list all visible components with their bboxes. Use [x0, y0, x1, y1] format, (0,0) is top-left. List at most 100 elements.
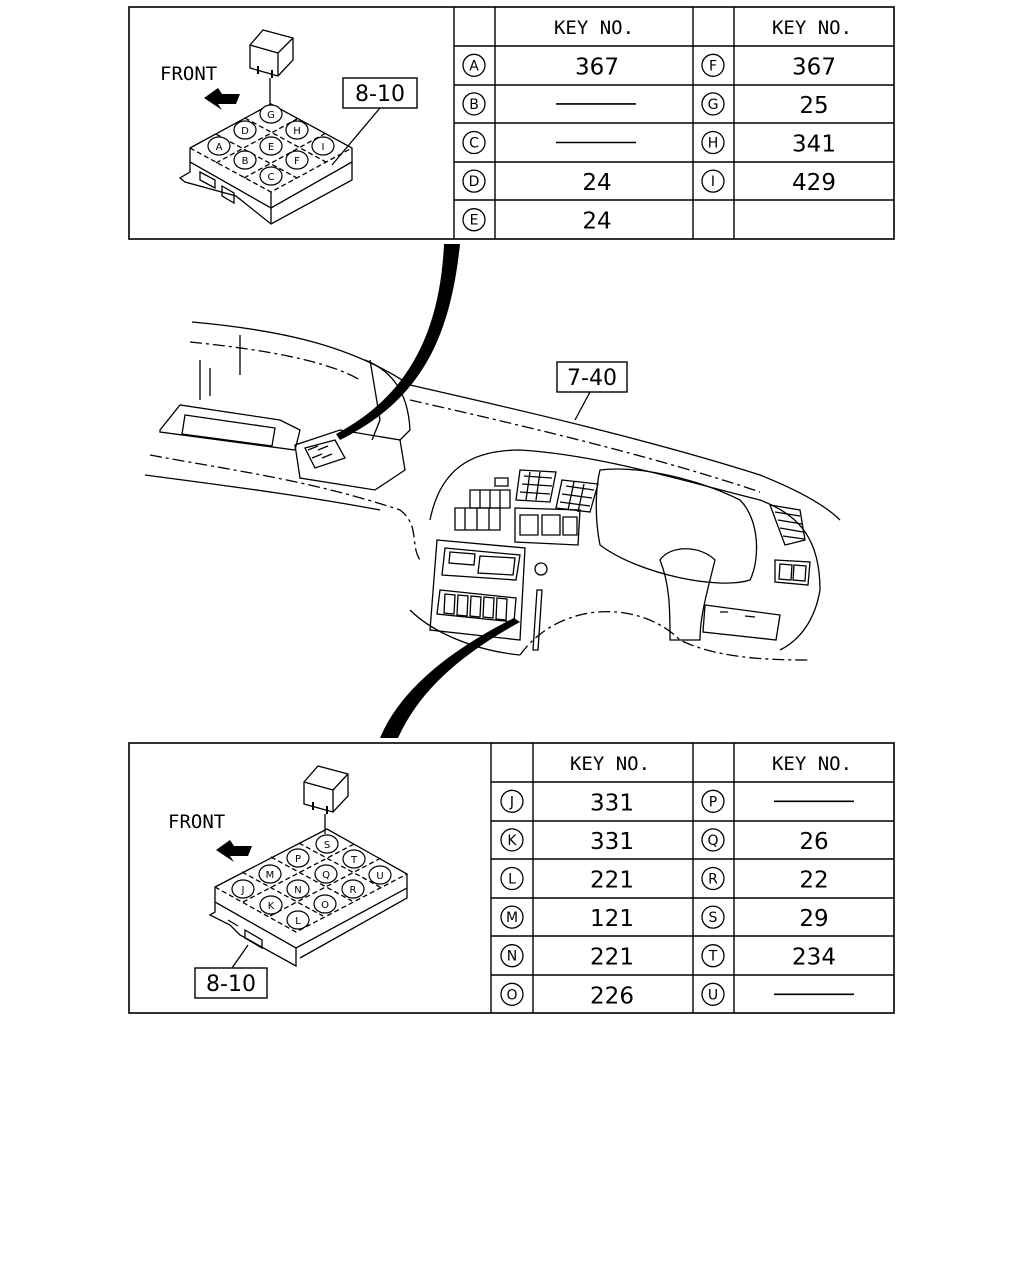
key-number: 331 — [590, 790, 634, 816]
terminal-marker-circle — [500, 789, 524, 813]
key-number: 331 — [590, 829, 634, 855]
terminal-letter: P — [709, 794, 717, 810]
terminal-letter: E — [470, 213, 479, 229]
terminal-letter: T — [708, 949, 718, 965]
bottom-front-arrow-icon — [216, 840, 252, 862]
bottom-relay-cube — [303, 765, 349, 834]
relay-slot-circle — [231, 879, 255, 899]
key-number: 29 — [799, 906, 828, 932]
relay-slot-letter: C — [268, 172, 275, 183]
dashboard-illustration — [144, 321, 841, 661]
relay-slot-letter: S — [324, 840, 330, 851]
key-number: 121 — [590, 906, 634, 932]
terminal-letter: A — [469, 58, 479, 74]
relay-slot-circle — [259, 104, 283, 124]
relay-slot-letter: U — [376, 871, 383, 882]
relay-slot-circle — [368, 865, 392, 885]
relay-slot-letter: D — [241, 126, 249, 137]
terminal-marker-circle — [701, 828, 725, 852]
relay-slot-letter: N — [294, 885, 301, 896]
relay-slot-letter: B — [242, 156, 249, 167]
terminal-marker-circle — [462, 208, 486, 232]
relay-slot-letter: T — [350, 855, 358, 866]
relay-slot-circle — [286, 848, 310, 868]
relay-slot-circle — [285, 150, 309, 170]
relay-slot-circle — [313, 894, 337, 914]
middle-ref-label: 7-40 — [567, 366, 617, 391]
relay-slot-letter: O — [321, 900, 329, 911]
relay-slot-circle — [315, 834, 339, 854]
relay-slot-circle — [259, 136, 283, 156]
relay-slot-circle — [233, 150, 257, 170]
relay-slot-circle — [314, 864, 338, 884]
top-relay-cube — [249, 29, 294, 105]
key-number: 234 — [792, 945, 836, 971]
relay-slot-letter: Q — [322, 870, 330, 881]
relay-slot-letter: F — [294, 156, 300, 167]
top-front-label: FRONT — [160, 63, 217, 85]
terminal-marker-circle — [701, 982, 725, 1006]
relay-slot-circle — [259, 166, 283, 186]
terminal-marker-circle — [462, 92, 486, 116]
terminal-marker-circle — [701, 130, 725, 155]
terminal-marker-circle — [701, 905, 725, 929]
top-pointer-swoosh — [336, 244, 460, 440]
relay-slot-letter: J — [241, 885, 245, 896]
relay-slot-letter: L — [295, 916, 301, 927]
bottom-ref-box — [194, 967, 268, 999]
bottom-pointer-swoosh — [380, 618, 520, 738]
bottom-key-header-left: KEY NO. — [570, 753, 650, 775]
key-number: 367 — [792, 54, 836, 80]
terminal-marker-circle — [701, 92, 725, 116]
terminal-marker-circle — [500, 905, 524, 929]
terminal-letter: K — [507, 833, 517, 849]
terminal-marker-circle — [462, 169, 486, 193]
relay-slot-circle — [259, 895, 283, 915]
terminal-marker-circle — [500, 982, 524, 1006]
terminal-letter: G — [708, 97, 719, 113]
relay-slot-letter: P — [295, 854, 301, 865]
relay-slot-circle — [285, 120, 309, 140]
terminal-letter: F — [709, 58, 717, 74]
relay-slot-circle — [258, 864, 282, 884]
relay-slot-circle — [342, 849, 366, 869]
terminal-marker-circle — [701, 944, 725, 968]
top-ref-box — [342, 77, 418, 109]
terminal-letter: U — [708, 987, 718, 1003]
relay-slot-circle — [286, 879, 310, 899]
key-number: 341 — [792, 132, 836, 158]
relay-slot-letter: R — [350, 885, 357, 896]
terminal-letter: N — [507, 949, 517, 965]
key-number: 24 — [582, 209, 611, 235]
relay-slot-letter: H — [293, 126, 301, 137]
relay-slot-circle — [207, 136, 231, 156]
relay-slot-circle — [341, 879, 365, 899]
key-number: 26 — [799, 829, 828, 855]
relay-slot-circle — [311, 136, 335, 156]
key-number: 22 — [799, 868, 828, 894]
key-number: 367 — [575, 54, 619, 80]
terminal-letter: C — [469, 136, 479, 152]
terminal-letter: R — [708, 872, 718, 888]
terminal-marker-circle — [500, 828, 524, 852]
key-number: 221 — [590, 868, 634, 894]
key-number: 24 — [582, 170, 611, 196]
terminal-marker-circle — [701, 53, 725, 77]
middle-ref-box — [556, 361, 628, 393]
terminal-marker-circle — [462, 53, 486, 77]
key-number: 429 — [792, 170, 836, 196]
relay-slot-circle — [286, 910, 310, 930]
terminal-letter: Q — [707, 833, 718, 849]
top-key-header-right: KEY NO. — [772, 17, 852, 39]
relay-slot-letter: G — [267, 110, 275, 121]
terminal-letter: J — [509, 794, 514, 810]
key-number: 25 — [799, 93, 828, 119]
relay-slot-letter: K — [268, 901, 275, 912]
terminal-marker-circle — [701, 866, 725, 891]
terminal-letter: M — [506, 910, 518, 926]
bottom-key-table — [490, 743, 894, 1013]
